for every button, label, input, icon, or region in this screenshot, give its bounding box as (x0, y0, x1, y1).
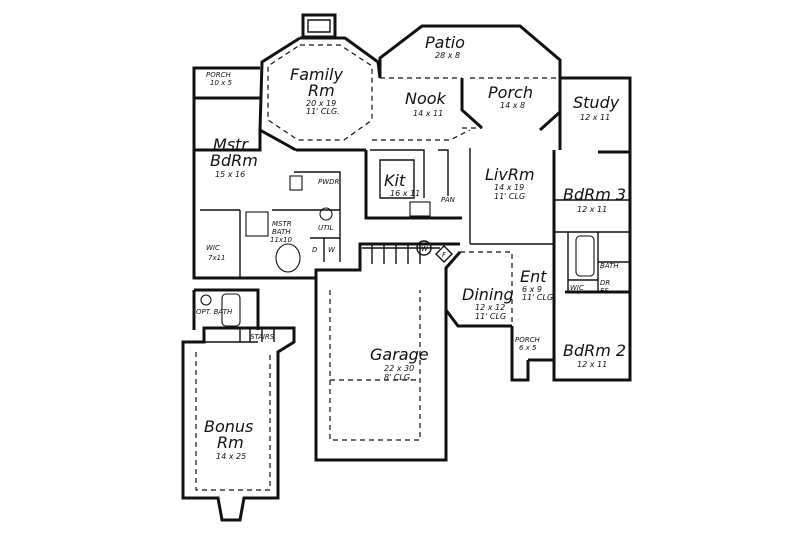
master-wing-wall (192, 66, 318, 280)
nook-label: Nook (405, 89, 447, 108)
garage-ceiling: 8' CLG. (384, 373, 413, 382)
nook-dim: 14 x 11 (413, 109, 443, 118)
optional-tub (221, 293, 241, 327)
patio-dim: 28 x 8 (435, 51, 460, 60)
furnace-label: F (442, 251, 447, 259)
entry-ceiling: 11' CLG (522, 293, 553, 302)
bath-tub (575, 235, 595, 277)
garage-label: Garage (370, 345, 429, 364)
bonus-room-label-2: Rm (217, 433, 244, 452)
family-room-ceiling: 11' CLG. (306, 107, 340, 116)
bonus-stairs (239, 328, 275, 342)
master-tub (275, 243, 301, 273)
garage-dim: 22 x 30 (384, 364, 414, 373)
water-heater-circle (416, 240, 432, 256)
bonus-room-label-1: Bonus (204, 417, 253, 436)
living-room-label: LivRm (485, 165, 535, 184)
bedroom2-label: BdRm 2 (563, 341, 626, 360)
master-wic-label: WIC (206, 244, 220, 252)
patio-outline (378, 24, 562, 80)
study-wall (558, 76, 632, 154)
entry-dim: 6 x 9 (522, 285, 542, 294)
family-room-dim: 20 x 19 (306, 99, 336, 108)
opt-bath-sink (200, 294, 212, 306)
labels: Patio 28 x 8 Porch 14 x 8 Study 12 x 11 … (196, 33, 626, 461)
master-bedroom-dim: 15 x 16 (215, 170, 245, 179)
master-bath-label-1: MSTR (272, 220, 292, 228)
bath-label: BATH (600, 262, 619, 270)
fixtures (200, 175, 595, 342)
furnace-diamond (435, 245, 453, 263)
util-sink (319, 207, 333, 221)
living-room-ceiling: 11' CLG (494, 192, 525, 201)
master-wic-dim: 7x11 (208, 254, 226, 262)
patio-label: Patio (425, 33, 465, 52)
dresser-label-1: DR (600, 279, 610, 287)
fireplace-chimney (301, 13, 337, 39)
family-room-label-1: Family (290, 65, 343, 84)
bedroom3-dim: 12 x 11 (577, 205, 607, 214)
master-shower (245, 211, 269, 237)
entry-label: Ent (520, 267, 547, 286)
bedroom3-label: BdRm 3 (563, 185, 626, 204)
master-bedroom-label-2: BdRm (210, 151, 258, 170)
powder-room-label: PWDR (318, 178, 340, 186)
optional-bath-label: OPT. BATH (196, 308, 233, 316)
dryer-label: D (312, 246, 318, 254)
kitchen-dim: 16 x 11 (390, 189, 420, 198)
interior-lines (195, 44, 630, 491)
bonus-room-dim: 14 x 25 (216, 452, 246, 461)
dining-ceiling: 11' CLG (475, 312, 506, 321)
garage-stairs (362, 244, 440, 264)
study-label: Study (573, 93, 620, 112)
optional-bath-wall (192, 288, 260, 330)
rear-porch-dim: 14 x 8 (500, 101, 525, 110)
front-porch-wall (510, 326, 530, 382)
pwdr-toilet (289, 175, 303, 191)
dining-dim: 12 x 12 (475, 303, 505, 312)
front-porch-dim: 6 x 5 (519, 344, 537, 352)
bedroom3-wall (528, 150, 632, 362)
dresser-label-2: ES (600, 287, 609, 295)
washer-label: W (328, 246, 336, 254)
master-bath-label-2: BATH (272, 228, 291, 236)
dining-label: Dining (462, 285, 514, 304)
kitchen-range (409, 201, 431, 217)
living-room-dim: 14 x 19 (494, 183, 524, 192)
rear-porch-label: Porch (488, 83, 533, 102)
bonus-room-wall (181, 326, 296, 522)
family-room-label-2: Rm (308, 81, 335, 100)
master-bedroom-label-1: Mstr (213, 135, 249, 154)
kitchen-label: Kit (384, 171, 406, 190)
front-porch-label: PORCH (515, 336, 540, 344)
bedroom2-dim: 12 x 11 (577, 360, 607, 369)
stairs-label: STAIRS (250, 333, 275, 341)
utility-label: UTIL (318, 224, 333, 232)
water-heater-label: W (421, 245, 429, 253)
pantry-label: PAN (441, 196, 456, 204)
master-bath-dim: 11x10 (270, 236, 293, 244)
master-porch-label: PORCH (206, 71, 231, 79)
bedroom2-wic-label: WIC (570, 284, 584, 292)
kitchen-wall (296, 148, 462, 220)
study-dim: 12 x 11 (580, 113, 610, 122)
master-porch-dim: 10 x 5 (210, 79, 233, 87)
exterior-walls (181, 13, 632, 522)
